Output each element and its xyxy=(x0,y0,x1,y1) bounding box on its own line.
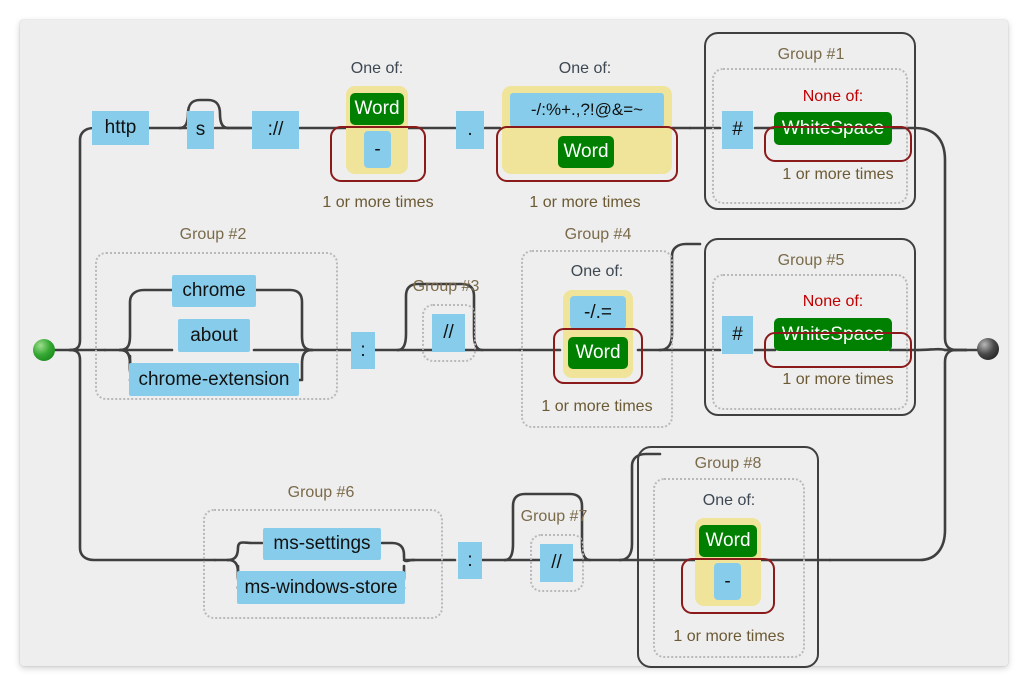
group-2-dotted-boundary xyxy=(95,252,338,400)
token-hash-row1[interactable]: # xyxy=(722,111,753,149)
group-8-repeat-bracket xyxy=(681,558,775,614)
group-1-item-whitespace[interactable]: WhiteSpace xyxy=(774,112,892,145)
group-6-dotted-boundary xyxy=(203,509,443,619)
token-colon-row2[interactable]: : xyxy=(351,332,375,369)
group-3-dotted-boundary xyxy=(422,304,476,362)
host-set-item-dash[interactable]: - xyxy=(364,131,391,168)
host-set-quantifier: 1 or more times xyxy=(322,194,434,211)
group-5-repeat-bracket xyxy=(764,332,912,368)
group-3-token-slashes[interactable]: // xyxy=(432,314,465,352)
path-set-quantifier: 1 or more times xyxy=(529,194,641,211)
token-http[interactable]: http xyxy=(92,111,149,145)
path-set-caption: One of: xyxy=(558,60,612,77)
group-1-container xyxy=(704,32,916,210)
group-3-label: Group #3 xyxy=(412,278,480,295)
group-5-label: Group #5 xyxy=(758,252,864,270)
token-scheme-separator[interactable]: :// xyxy=(252,111,299,149)
group-2-alt-chrome[interactable]: chrome xyxy=(172,275,256,307)
group-4-dotted-boundary xyxy=(521,250,673,428)
path-set-item-word[interactable]: Word xyxy=(558,136,614,168)
group-1-quantifier: 1 or more times xyxy=(782,166,894,183)
group-2-alt-chrome-extension[interactable]: chrome-extension xyxy=(129,363,299,396)
group-7-label: Group #7 xyxy=(520,508,588,525)
group-5-container xyxy=(704,238,916,416)
group-6-label: Group #6 xyxy=(287,484,355,501)
group-7-token-slashes[interactable]: // xyxy=(540,544,573,582)
group-4-one-of-caption: One of: xyxy=(570,263,624,280)
group-1-repeat-bracket xyxy=(764,126,912,162)
path-set-item-charclass[interactable]: -/:%+.,?!@&=~ xyxy=(510,93,664,127)
group-8-item-dash[interactable]: - xyxy=(714,563,741,600)
group-8-dotted-boundary xyxy=(653,478,805,658)
group-2-alt-about[interactable]: about xyxy=(178,319,250,352)
group-5-quantifier: 1 or more times xyxy=(782,371,894,388)
group-8-label: Group #8 xyxy=(675,455,781,473)
group-8-one-of-caption: One of: xyxy=(702,492,756,509)
group-4-item-charclass[interactable]: -/.= xyxy=(570,296,626,329)
group-7-dotted-boundary xyxy=(530,534,584,592)
group-6-alt-ms-settings[interactable]: ms-settings xyxy=(263,528,381,560)
path-set-repeat-bracket xyxy=(496,126,678,182)
group-8-quantifier: 1 or more times xyxy=(673,628,785,645)
group-4-item-word[interactable]: Word xyxy=(568,337,628,369)
end-node xyxy=(977,338,999,360)
group-1-label: Group #1 xyxy=(758,46,864,64)
token-dot[interactable]: . xyxy=(456,111,484,149)
group-5-none-of-caption: None of: xyxy=(802,293,864,310)
group-1-none-of-caption: None of: xyxy=(802,88,864,105)
group-4-repeat-bracket xyxy=(553,328,643,384)
group-5-item-whitespace[interactable]: WhiteSpace xyxy=(774,318,892,351)
token-hash-row2[interactable]: # xyxy=(722,316,753,354)
token-optional-s[interactable]: s xyxy=(187,111,214,149)
group-8-container xyxy=(637,446,819,668)
host-set-caption: One of: xyxy=(350,60,404,77)
host-set-repeat-bracket xyxy=(330,126,426,182)
start-node xyxy=(33,339,55,361)
host-set-item-word[interactable]: Word xyxy=(350,93,404,125)
group-8-item-word[interactable]: Word xyxy=(699,525,757,557)
group-6-alt-ms-windows-store[interactable]: ms-windows-store xyxy=(237,571,405,604)
group-2-label: Group #2 xyxy=(179,226,247,243)
token-colon-row3[interactable]: : xyxy=(458,542,482,579)
group-4-quantifier: 1 or more times xyxy=(541,398,653,415)
group-4-label: Group #4 xyxy=(564,226,632,243)
